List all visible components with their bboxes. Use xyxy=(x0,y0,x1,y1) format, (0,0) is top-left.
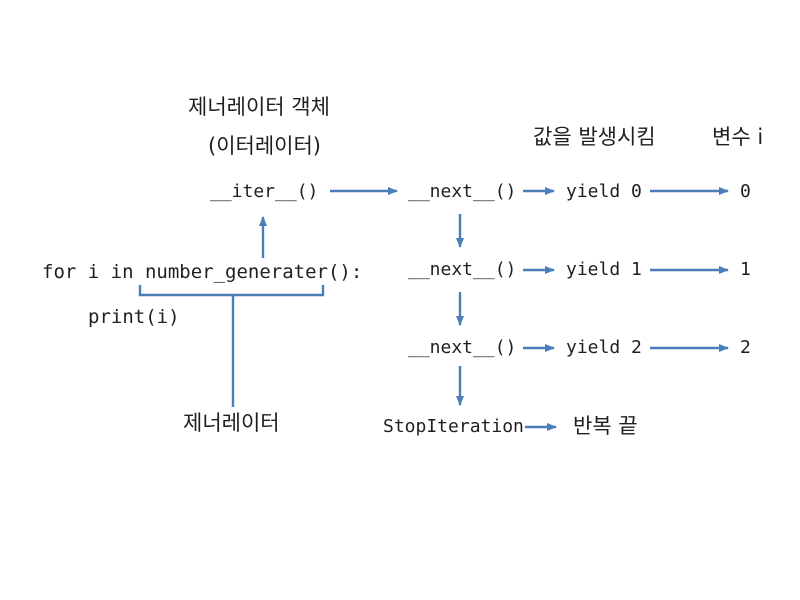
iter-method-label: __iter__() xyxy=(210,181,319,202)
yield-label-1: yield 0 xyxy=(566,181,642,202)
next-call-2: __next__() xyxy=(408,259,517,280)
code-for-loop: for i in number_generater(): xyxy=(42,261,363,283)
value-3: 2 xyxy=(740,337,751,358)
value-2: 1 xyxy=(740,259,751,280)
yield-label-2: yield 1 xyxy=(566,259,642,280)
header-variable-i: 변수 i xyxy=(712,125,764,149)
next-call-1: __next__() xyxy=(408,181,517,202)
value-1: 0 xyxy=(740,181,751,202)
iterator-subtitle: (이터레이터) xyxy=(208,134,321,158)
code-print: print(i) xyxy=(88,306,180,328)
bracket-number-generater xyxy=(138,285,325,407)
next-call-3: __next__() xyxy=(408,337,517,358)
generator-label: 제너레이터 xyxy=(183,411,280,435)
header-value-generated: 값을 발생시킴 xyxy=(533,125,656,149)
loop-end-label: 반복 끝 xyxy=(573,414,638,438)
stopiteration-label: StopIteration xyxy=(383,416,524,437)
yield-label-3: yield 2 xyxy=(566,337,642,358)
generator-object-title: 제너레이터 객체 xyxy=(188,95,330,119)
